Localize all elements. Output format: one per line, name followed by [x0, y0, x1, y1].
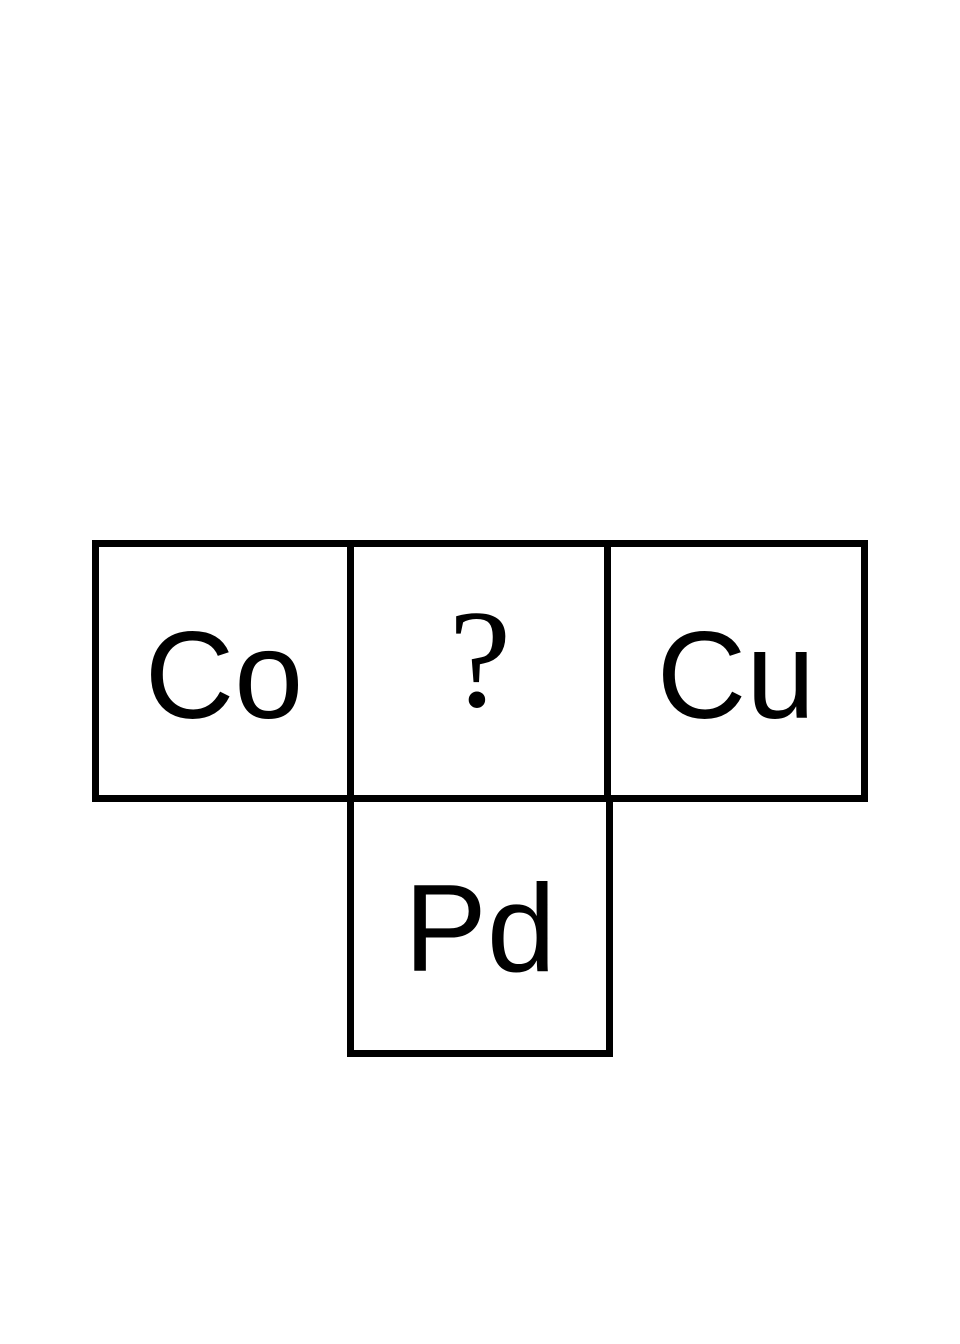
element-cell-right: Cu [604, 540, 868, 802]
question-mark: ? [448, 582, 512, 737]
element-symbol-copper: Cu [656, 607, 816, 745]
element-cell-bottom: Pd [347, 795, 613, 1057]
element-cell-left: Co [92, 540, 356, 802]
element-symbol-palladium: Pd [404, 860, 556, 998]
element-cell-unknown: ? [347, 540, 613, 802]
element-symbol-cobalt: Co [144, 607, 304, 745]
